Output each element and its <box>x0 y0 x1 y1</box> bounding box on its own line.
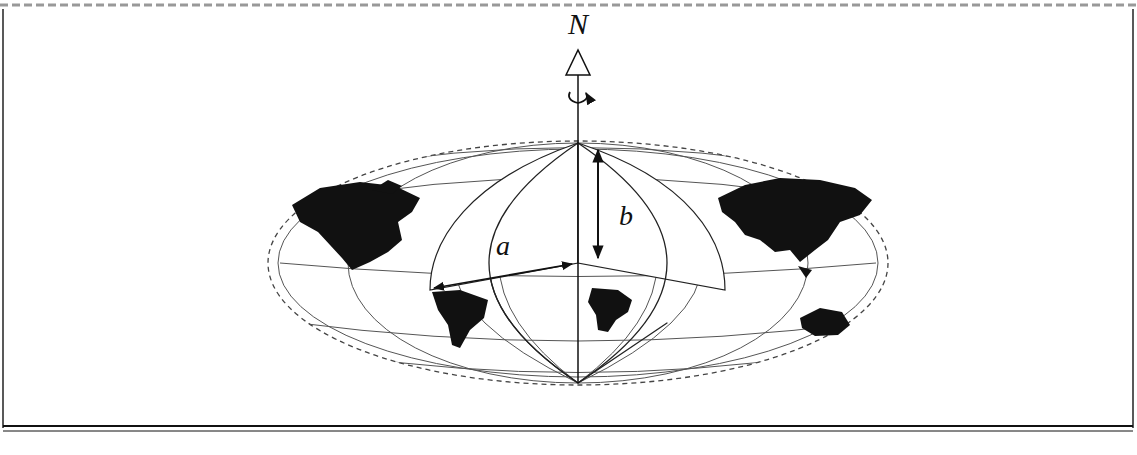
semi-minor-label: b <box>619 202 633 230</box>
north-label: N <box>568 9 588 39</box>
rotation-axis <box>577 75 579 383</box>
semi-major-label: a <box>496 232 510 260</box>
frame-bottom <box>3 431 1133 432</box>
frame-right <box>1132 9 1134 428</box>
semi-minor-arrow <box>597 150 599 258</box>
section-face <box>430 143 578 290</box>
semi-major-arrow <box>434 264 572 288</box>
frame-top <box>0 4 1137 7</box>
section-face <box>578 143 725 290</box>
frame-bottom <box>3 425 1133 427</box>
north-arrow <box>566 50 590 75</box>
frame-left <box>2 9 4 428</box>
meridian-arc <box>489 143 578 383</box>
meridian-arc <box>578 143 667 383</box>
rotation-arrow <box>569 92 587 103</box>
